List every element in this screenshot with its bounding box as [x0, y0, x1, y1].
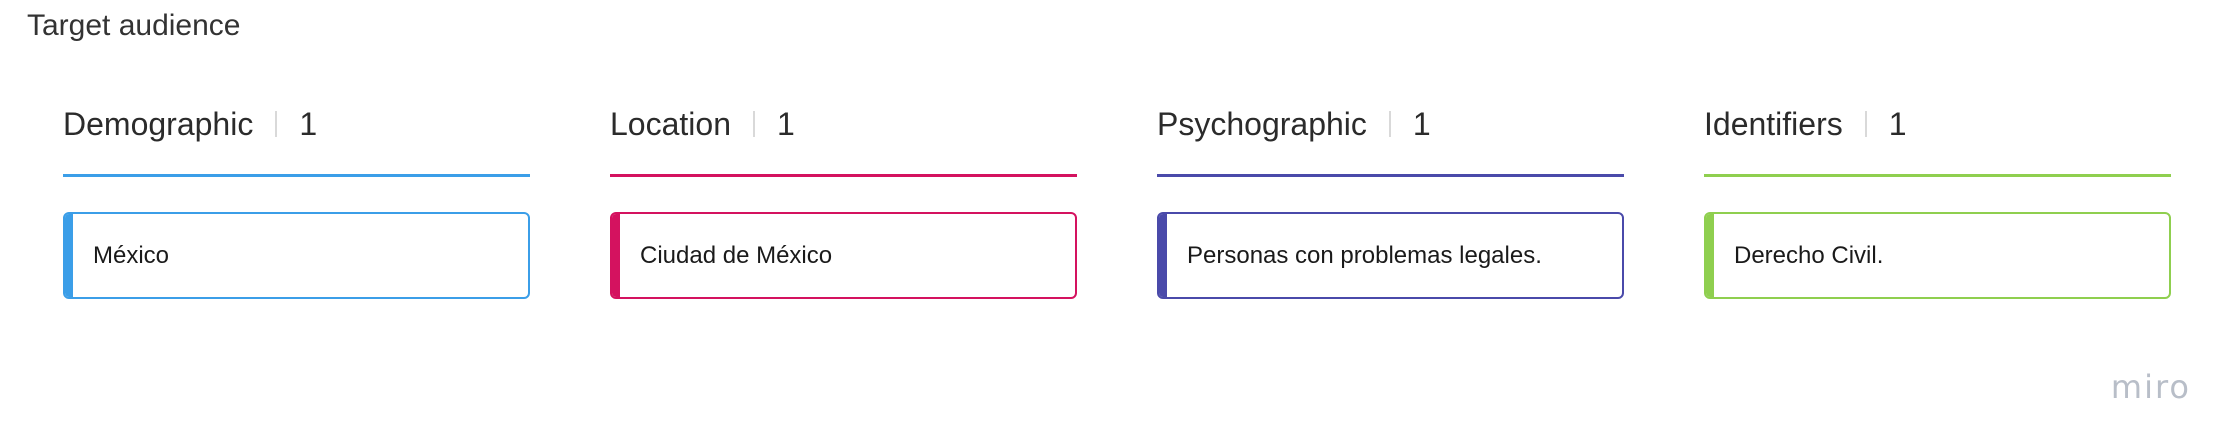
card-accent-bar — [1706, 214, 1714, 297]
header-separator — [275, 111, 278, 137]
column-count: 1 — [1412, 105, 1431, 142]
audience-card[interactable]: Derecho Civil. — [1704, 212, 2171, 299]
column-header: Demographic 1 — [63, 100, 530, 148]
column-underline — [1704, 174, 2171, 177]
card-accent-bar — [1159, 214, 1167, 297]
column-count: 1 — [776, 105, 795, 142]
column-demographic: Demographic 1 México — [63, 100, 530, 299]
column-count: 1 — [1888, 105, 1907, 142]
miro-logo: miro — [2110, 368, 2191, 406]
card-text: México — [93, 241, 170, 269]
audience-card[interactable]: México — [63, 212, 530, 299]
card-accent-bar — [65, 214, 73, 297]
column-underline — [610, 174, 1077, 177]
column-title: Demographic — [63, 105, 254, 142]
column-title: Location — [610, 105, 731, 142]
header-separator — [752, 111, 755, 137]
card-text: Personas con problemas legales. — [1187, 241, 1542, 269]
column-count: 1 — [299, 105, 318, 142]
card-text: Derecho Civil. — [1734, 241, 1884, 269]
column-location: Location 1 Ciudad de México — [610, 100, 1077, 299]
audience-card[interactable]: Ciudad de México — [610, 212, 1077, 299]
column-title: Identifiers — [1704, 105, 1843, 142]
column-underline — [63, 174, 530, 177]
column-identifiers: Identifiers 1 Derecho Civil. — [1704, 100, 2171, 299]
board-title: Target audience — [27, 9, 241, 42]
column-header: Identifiers 1 — [1704, 100, 2171, 148]
header-separator — [1388, 111, 1391, 137]
column-underline — [1157, 174, 1624, 177]
card-text: Ciudad de México — [640, 241, 833, 269]
column-title: Psychographic — [1157, 105, 1367, 142]
column-header: Psychographic 1 — [1157, 100, 1624, 148]
audience-card[interactable]: Personas con problemas legales. — [1157, 212, 1624, 299]
column-psychographic: Psychographic 1 Personas con problemas l… — [1157, 100, 1624, 299]
column-header: Location 1 — [610, 100, 1077, 148]
header-separator — [1864, 111, 1867, 137]
card-accent-bar — [612, 214, 620, 297]
